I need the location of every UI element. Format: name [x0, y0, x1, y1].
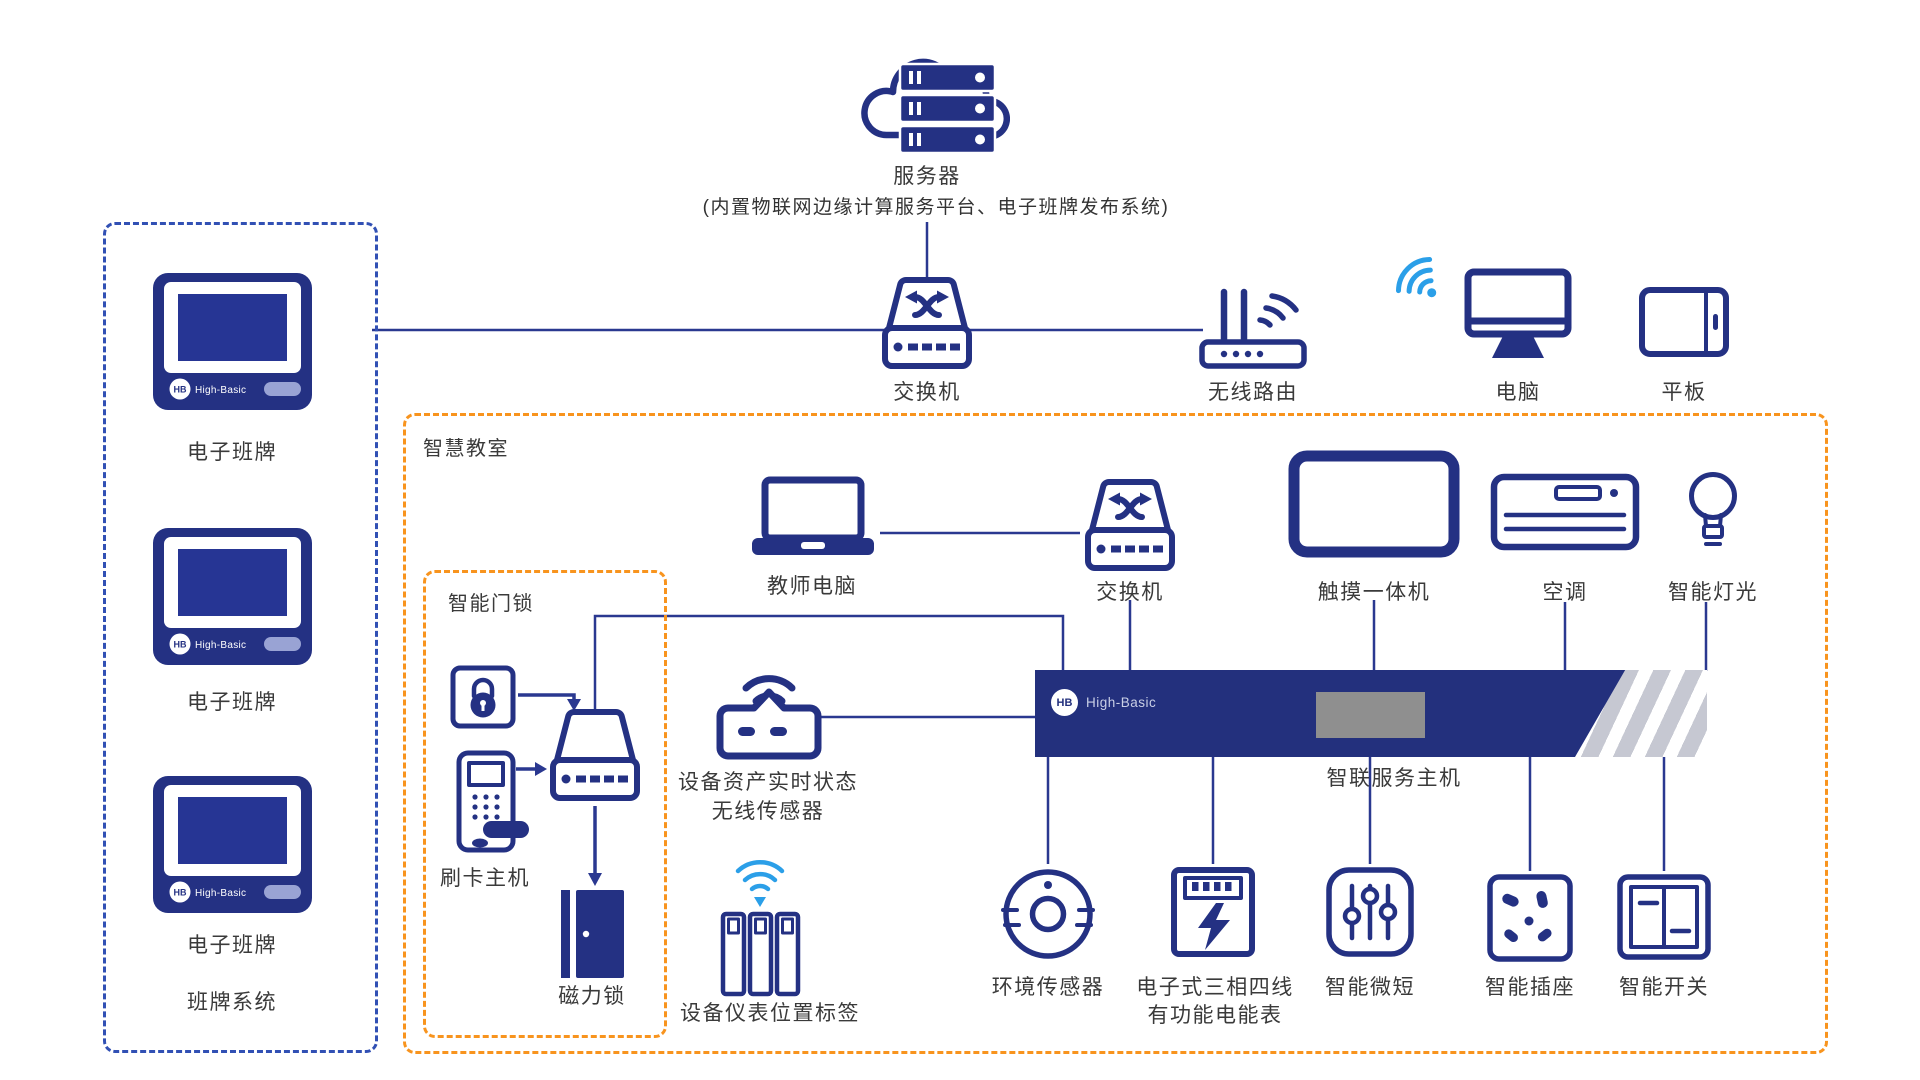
card-host-label: 刷卡主机	[440, 867, 530, 890]
classroom-box	[403, 413, 1828, 1054]
cloud-server-icon	[845, 34, 1011, 169]
wifi-icon	[1388, 248, 1450, 317]
power-meter-label-line2: 有功能电能表	[1147, 1004, 1283, 1027]
switch-panel-icon	[1616, 873, 1712, 968]
door-lock-title: 智能门锁	[448, 593, 534, 615]
router-icon	[1198, 282, 1308, 375]
classroom-switch-icon	[1078, 478, 1182, 579]
classroom-switch-label: 交换机	[1096, 581, 1164, 604]
light-icon	[1685, 470, 1741, 555]
class-sign-icon: HB High-Basic	[152, 775, 313, 919]
socket-label: 智能插座	[1485, 976, 1575, 999]
host-bar: HB High-Basic	[1035, 670, 1707, 757]
teacher-pc-label: 教师电脑	[767, 575, 857, 598]
switch-icon	[875, 276, 979, 377]
teacher-pc-icon	[748, 475, 878, 566]
brand-logo-text: High-Basic	[1086, 695, 1157, 710]
classroom-title: 智慧教室	[423, 438, 509, 460]
touch-panel-label: 触摸一体机	[1317, 581, 1431, 604]
lock-icon	[450, 665, 516, 734]
door-lock-box	[423, 570, 667, 1038]
host-hatch-stripes	[1575, 670, 1707, 757]
socket-icon	[1486, 873, 1574, 968]
svg-text:High-Basic: High-Basic	[195, 640, 246, 651]
class-sign-label: 电子班牌	[187, 691, 277, 714]
class-sign-icon: HB High-Basic	[152, 272, 313, 416]
position-tags-label: 设备仪表位置标签	[680, 1002, 860, 1025]
switch-panel-label: 智能开关	[1619, 976, 1709, 999]
ac-icon	[1490, 473, 1640, 556]
svg-text:HB: HB	[174, 640, 187, 650]
svg-text:High-Basic: High-Basic	[195, 385, 246, 396]
brand-logo: HB High-Basic	[1051, 689, 1156, 716]
lock-hub-icon	[543, 708, 647, 809]
server-subtitle: (内置物联网边缘计算服务平台、电子班牌发布系统)	[702, 197, 1170, 218]
env-sensor-icon	[1000, 866, 1096, 967]
card-reader-icon	[455, 750, 531, 859]
touch-panel-icon	[1288, 450, 1460, 563]
svg-text:High-Basic: High-Basic	[195, 888, 246, 899]
power-meter-label-line1: 电子式三相四线	[1136, 976, 1294, 999]
tablet-label: 平板	[1661, 381, 1707, 404]
position-tags-icon	[718, 856, 802, 1003]
class-sign-icon: HB High-Basic	[152, 527, 313, 671]
asset-sensor-label-line1: 设备资产实时状态	[678, 771, 858, 794]
asset-sensor-label-line2: 无线传感器	[711, 800, 825, 823]
light-label: 智能灯光	[1668, 581, 1758, 604]
power-meter-icon	[1170, 866, 1256, 963]
host-screen	[1316, 692, 1425, 738]
svg-text:HB: HB	[174, 385, 187, 395]
host-label: 智联服务主机	[1326, 767, 1462, 790]
server-label: 服务器	[893, 165, 961, 188]
sign-system-title: 班牌系统	[187, 991, 277, 1014]
sign-system-box	[103, 222, 378, 1053]
tablet-icon	[1638, 286, 1730, 363]
brand-logo-icon: HB	[1051, 689, 1078, 716]
backbone-switch-label: 交换机	[893, 381, 961, 404]
router-label: 无线路由	[1208, 381, 1298, 404]
class-sign-label: 电子班牌	[187, 441, 277, 464]
pc-label: 电脑	[1495, 381, 1541, 404]
breaker-label: 智能微短	[1325, 976, 1415, 999]
asset-sensor-icon	[708, 644, 830, 765]
door-icon	[558, 888, 626, 985]
pc-icon	[1462, 266, 1574, 367]
mag-lock-label: 磁力锁	[558, 985, 626, 1008]
class-sign-label: 电子班牌	[187, 934, 277, 957]
ac-label: 空调	[1542, 581, 1588, 604]
env-sensor-label: 环境传感器	[991, 976, 1105, 999]
breaker-icon	[1325, 866, 1415, 963]
svg-text:HB: HB	[174, 888, 187, 898]
